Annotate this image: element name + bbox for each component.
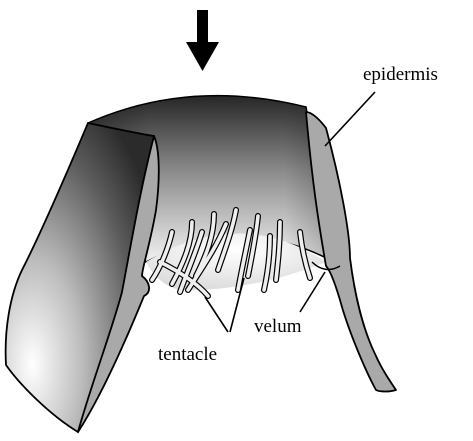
label-tentacle: tentacle xyxy=(158,344,217,365)
label-epidermis: epidermis xyxy=(363,64,438,85)
down-arrow-icon xyxy=(186,10,219,71)
label-velum: velum xyxy=(254,316,302,337)
